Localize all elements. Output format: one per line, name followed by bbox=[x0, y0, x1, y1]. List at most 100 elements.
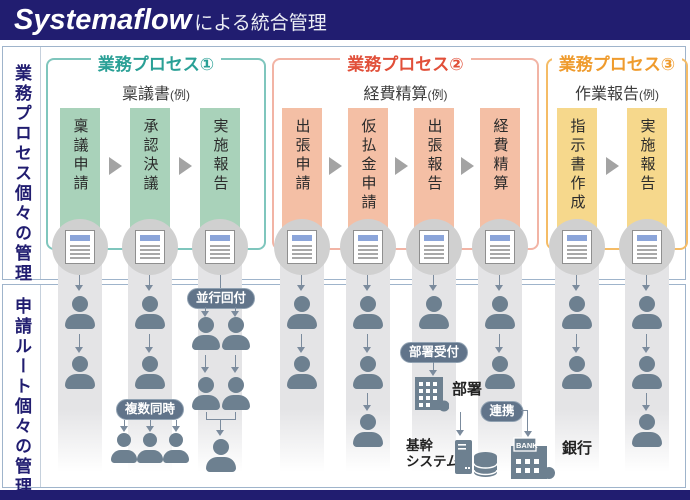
section-2-title: 業務プロセス② bbox=[272, 50, 539, 75]
document-icon bbox=[419, 230, 449, 264]
section-1-subtitle: 稟議書(例) bbox=[121, 86, 190, 103]
arrow-right-icon bbox=[606, 157, 619, 175]
step-box: 出張申請 bbox=[282, 108, 322, 228]
sidebar-label-route: 申請ルート個々の管理 bbox=[12, 297, 31, 497]
step-box: 出張報告 bbox=[414, 108, 454, 228]
person-icon bbox=[287, 356, 317, 389]
section-3-title: 業務プロセス③ bbox=[546, 50, 688, 75]
person-icon bbox=[632, 296, 662, 329]
arrow-down-icon bbox=[231, 307, 240, 317]
svg-text:BANK: BANK bbox=[516, 441, 538, 450]
person-icon bbox=[353, 296, 383, 329]
document-icon bbox=[205, 230, 235, 264]
document-icon bbox=[353, 230, 383, 264]
step-box: 仮払金申請 bbox=[348, 108, 388, 228]
person-icon bbox=[485, 356, 515, 389]
person-icon bbox=[135, 356, 165, 389]
logo: Systemaflow bbox=[14, 4, 192, 36]
process-management-frame bbox=[2, 46, 686, 280]
step-box: 実施報告 bbox=[627, 108, 667, 228]
step-box: 承認決議 bbox=[130, 108, 170, 228]
section-3-subtitle: 作業報告(例) bbox=[574, 86, 659, 103]
bank-building-icon: BANK bbox=[511, 437, 555, 479]
step-box: 実施報告 bbox=[200, 108, 240, 228]
badge-multiple-simultaneous: 複数同時 bbox=[115, 399, 185, 420]
person-icon bbox=[135, 296, 165, 329]
merge-bracket bbox=[206, 412, 236, 420]
arrow-down-icon bbox=[572, 334, 581, 353]
label-core-system: 基幹 システム bbox=[406, 438, 460, 469]
document-icon bbox=[562, 230, 592, 264]
label-department: 部署 bbox=[452, 381, 483, 398]
arrow-down-icon bbox=[146, 420, 155, 432]
person-icon bbox=[222, 377, 250, 410]
person-icon bbox=[222, 317, 250, 350]
arrow-down-icon bbox=[145, 334, 154, 353]
arrow-down-icon bbox=[201, 355, 210, 373]
sidebar-separator-bottom bbox=[40, 285, 41, 487]
step-box: 経費精算 bbox=[480, 108, 520, 228]
badge-linkage: 連携 bbox=[480, 401, 524, 422]
person-icon bbox=[562, 356, 592, 389]
label-bank: 銀行 bbox=[562, 440, 593, 457]
document-icon bbox=[287, 230, 317, 264]
arrow-down-icon bbox=[120, 420, 129, 432]
connector-line bbox=[220, 262, 221, 289]
arrow-right-icon bbox=[329, 157, 342, 175]
person-icon bbox=[65, 296, 95, 329]
person-icon bbox=[419, 296, 449, 329]
person-icon bbox=[192, 317, 220, 350]
person-icon bbox=[562, 296, 592, 329]
person-icon bbox=[206, 439, 236, 472]
header-bar: Systemaflow による統合管理 bbox=[0, 0, 690, 40]
person-icon bbox=[287, 296, 317, 329]
document-icon bbox=[65, 230, 95, 264]
arrowhead-down-icon bbox=[524, 431, 532, 437]
person-icon bbox=[163, 433, 189, 463]
server-icon bbox=[455, 440, 472, 474]
header-tagline: による統合管理 bbox=[194, 13, 327, 34]
person-icon bbox=[65, 356, 95, 389]
person-icon bbox=[353, 356, 383, 389]
sidebar-separator-top bbox=[40, 47, 41, 279]
document-icon bbox=[135, 230, 165, 264]
person-icon bbox=[485, 296, 515, 329]
badge-parallel-routing: 並行回付 bbox=[186, 288, 256, 309]
arrow-right-icon bbox=[395, 157, 408, 175]
arrow-right-icon bbox=[461, 157, 474, 175]
arrow-down-icon bbox=[363, 393, 372, 411]
step-box: 稟議申請 bbox=[60, 108, 100, 228]
arrow-down-icon bbox=[456, 412, 465, 436]
arrow-down-icon bbox=[297, 334, 306, 353]
route-management-frame bbox=[2, 284, 686, 488]
section-1-title: 業務プロセス① bbox=[46, 50, 266, 75]
person-icon bbox=[632, 414, 662, 447]
person-icon bbox=[353, 414, 383, 447]
arrow-down-icon bbox=[231, 355, 240, 373]
sidebar-label-process: 業務プロセス個々の管理 bbox=[12, 64, 31, 284]
arrow-right-icon bbox=[179, 157, 192, 175]
footer-bar bbox=[0, 490, 690, 500]
person-icon bbox=[111, 433, 137, 463]
arrow-right-icon bbox=[109, 157, 122, 175]
section-2-subtitle: 経費精算(例) bbox=[363, 86, 448, 103]
department-building-icon bbox=[415, 377, 449, 412]
document-icon bbox=[632, 230, 662, 264]
connector-elbow bbox=[521, 410, 528, 432]
arrow-down-icon bbox=[429, 362, 438, 376]
arrow-down-icon bbox=[172, 420, 181, 432]
arrow-down-icon bbox=[363, 334, 372, 353]
step-box: 指示書作成 bbox=[557, 108, 597, 228]
database-icon bbox=[473, 452, 498, 477]
person-icon bbox=[137, 433, 163, 463]
arrow-down-icon bbox=[216, 420, 225, 436]
person-icon bbox=[632, 356, 662, 389]
arrow-down-icon bbox=[75, 334, 84, 353]
arrow-down-icon bbox=[642, 334, 651, 353]
arrow-down-icon bbox=[495, 334, 504, 353]
arrow-down-icon bbox=[201, 307, 210, 317]
badge-department-reception: 部署受付 bbox=[399, 342, 469, 363]
person-icon bbox=[192, 377, 220, 410]
arrow-down-icon bbox=[642, 393, 651, 411]
